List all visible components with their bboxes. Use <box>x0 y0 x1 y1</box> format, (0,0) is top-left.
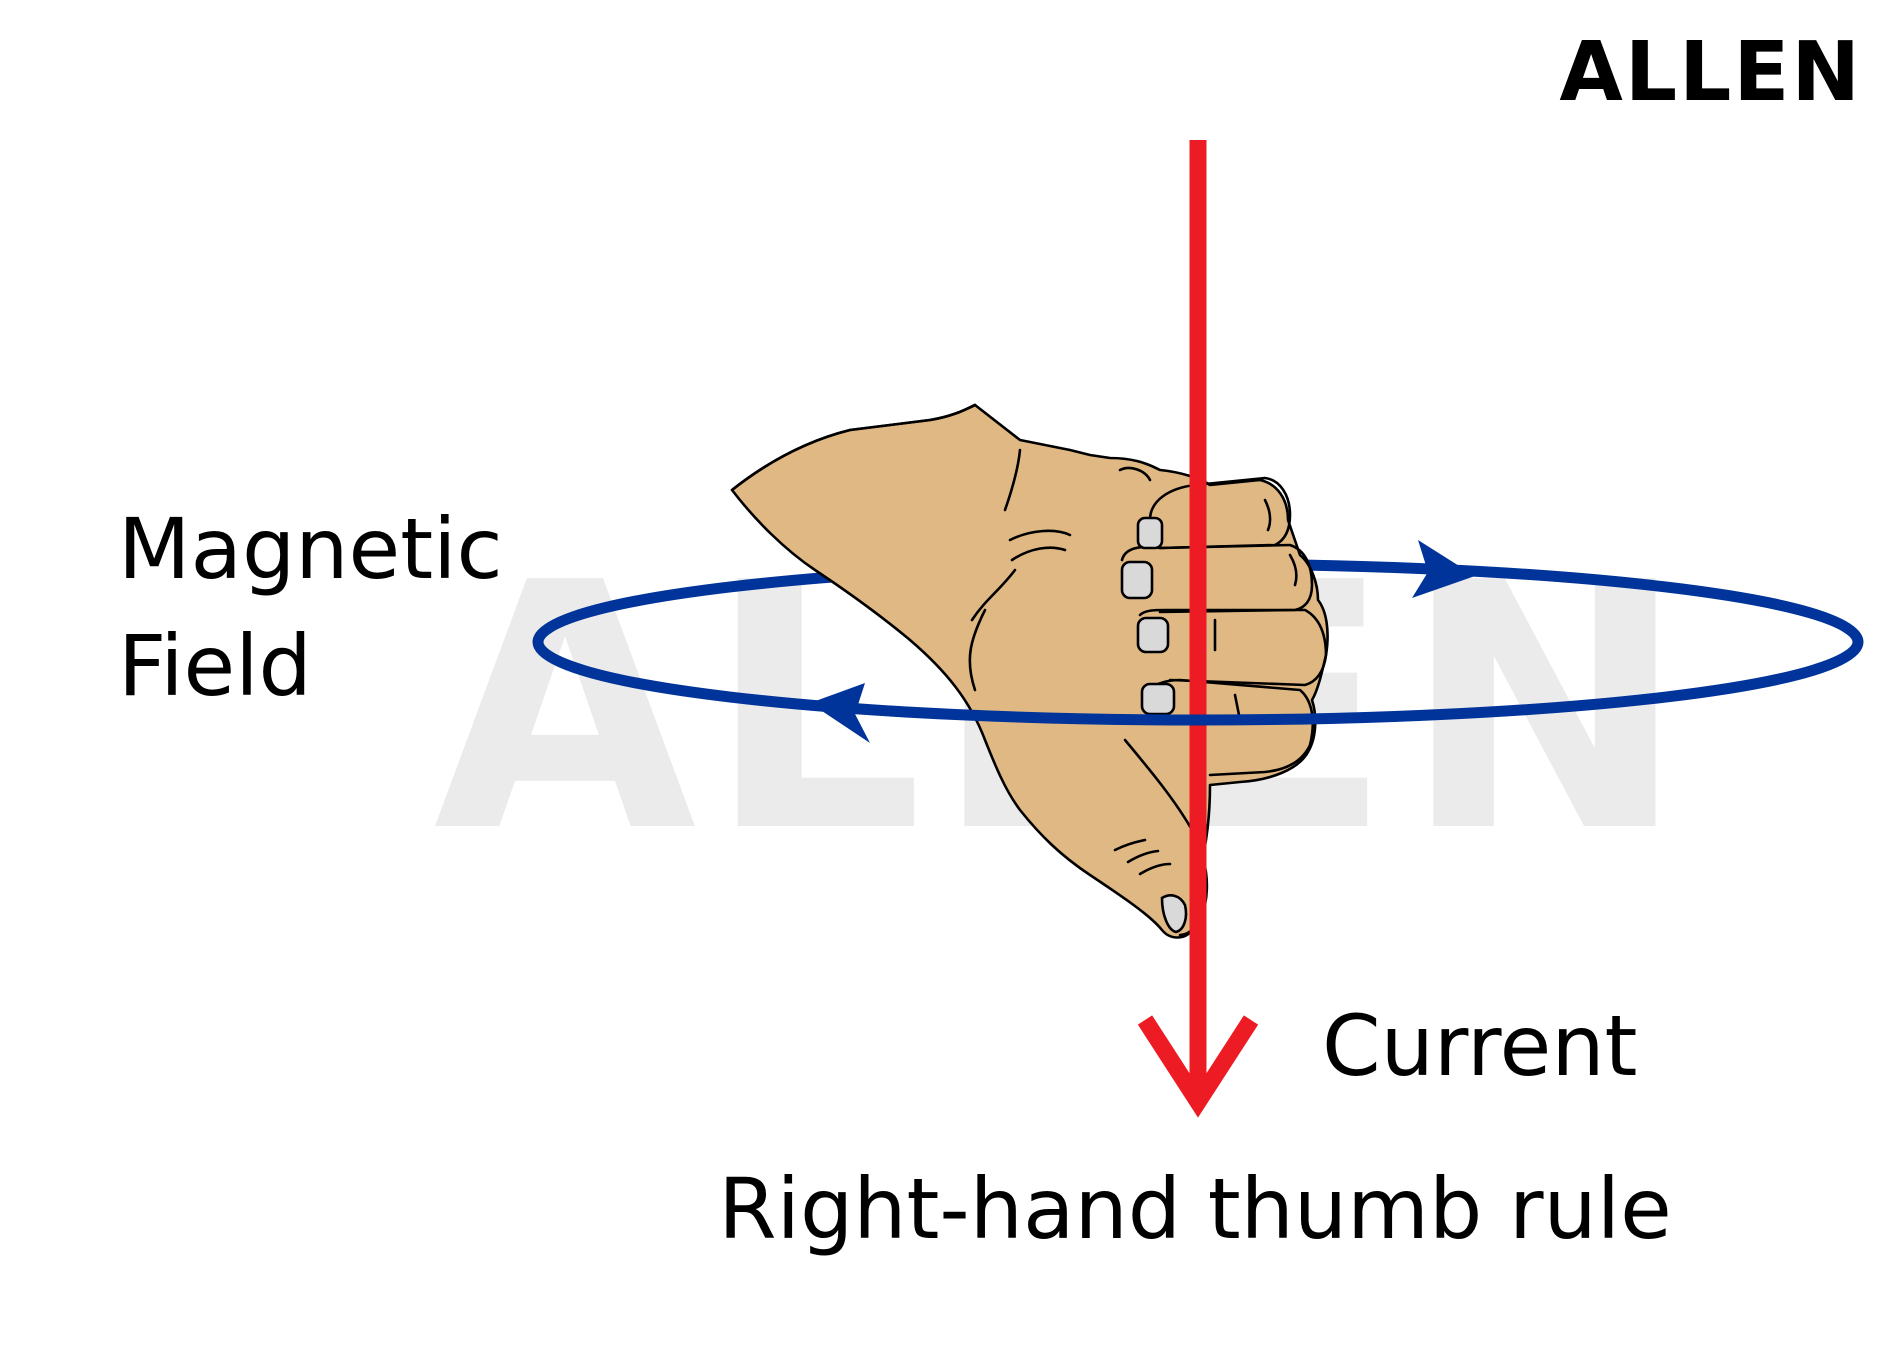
circular-arrow-loop-icon <box>532 540 1864 743</box>
field-arrow-right <box>1412 540 1475 598</box>
thumb-knuckle-creases <box>1113 838 1172 876</box>
right-hand-fist-thumb-down-icon <box>730 403 1329 939</box>
wrist-edge <box>730 403 977 492</box>
finger-little <box>1148 678 1314 777</box>
field-loop-front <box>532 641 1864 726</box>
caption-title: Right-hand thumb rule <box>718 1160 1672 1258</box>
nail-index <box>1136 516 1164 550</box>
nail-ring <box>1136 616 1170 654</box>
field-arrow-left <box>810 683 870 743</box>
arrow-down-icon <box>1137 140 1259 1118</box>
current-label: Current <box>1322 997 1638 1095</box>
finger-index <box>1148 476 1292 550</box>
nail-middle <box>1120 560 1154 600</box>
magnetic-field-label-line1: Magnetic <box>118 500 503 598</box>
thumb-nail <box>1160 894 1188 934</box>
allen-logo: ALLEN <box>1559 25 1862 120</box>
nail-little <box>1140 682 1176 716</box>
current-arrowhead <box>1137 1015 1259 1118</box>
magnetic-field-label-line2: Field <box>118 617 312 715</box>
finger-middle <box>1120 543 1314 614</box>
finger-ring <box>1138 608 1328 687</box>
